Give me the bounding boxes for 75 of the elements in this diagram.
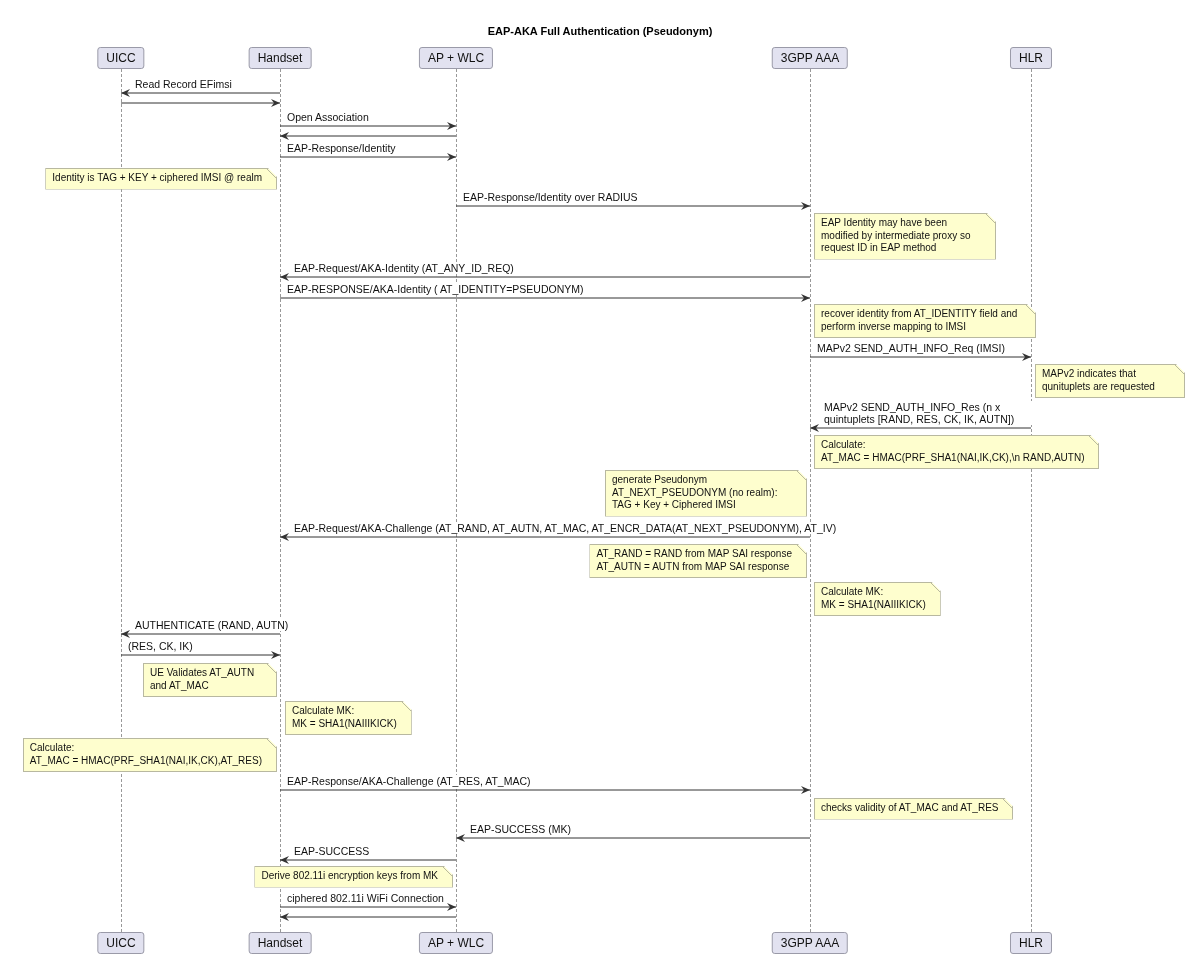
message-arrow: [120, 89, 281, 97]
message-arrow: [279, 856, 457, 864]
edge-label: EAP-SUCCESS (MK): [469, 823, 572, 835]
note-text: AT_RAND = RAND from MAP SAI response: [596, 548, 792, 561]
message-arrow: [279, 913, 457, 921]
message-arrow: [279, 153, 457, 161]
edge-label: EAP-Response/Identity: [286, 142, 397, 154]
note-text: Calculate MK:: [821, 586, 885, 599]
note-box: [22, 738, 277, 772]
message-arrow: [279, 533, 811, 541]
note-text: MAPv2 indicates that qunituplets are requested: [1042, 368, 1156, 393]
participant-box: Handset: [248, 932, 312, 954]
note-text: AT_MAC = HMAC(PRF_SHA1(NAI,IK,CK),\n RAND,AUTN): [821, 451, 1085, 464]
note-text: Calculate:: [29, 742, 76, 755]
participant-box: AP + WLC: [418, 47, 494, 69]
message-arrow: [809, 353, 1032, 361]
participant-box: 3GPP AAA: [771, 932, 849, 954]
note-box: [814, 798, 1014, 820]
edge-label: MAPv2 SEND_AUTH_INFO_Req (IMSI): [816, 342, 1006, 354]
note-box: [605, 470, 807, 517]
note-box: [814, 213, 996, 260]
message-arrow: [120, 651, 281, 659]
diagram-title: EAP-AKA Full Authentication (Pseudonym): [486, 25, 714, 37]
message-arrow: [279, 294, 811, 302]
message-arrow: [279, 122, 457, 130]
message-arrow: [279, 273, 811, 281]
participant-box: Handset: [248, 47, 312, 69]
note-box: [143, 663, 277, 697]
participant-box: 3GPP AAA: [771, 47, 849, 69]
message-arrow: [279, 786, 811, 794]
note-box: [1035, 364, 1185, 398]
edge-label: ciphered 802.11i WiFi Connection: [286, 892, 445, 904]
note-box: [814, 435, 1100, 469]
note-text: MK = SHA1(NAIIIKICK): [292, 717, 397, 730]
message-arrow: [455, 202, 811, 210]
edge-label: EAP-Request/AKA-Identity (AT_ANY_ID_REQ): [293, 262, 515, 274]
edge-label: Open Association: [286, 111, 370, 123]
note-text: UE Validates AT_AUTN and AT_MAC: [150, 667, 256, 692]
note-text: Calculate:: [821, 439, 867, 452]
note-box: [589, 544, 807, 578]
note-text: MK = SHA1(NAIIIKICK): [821, 598, 926, 611]
edge-label: EAP-Request/AKA-Challenge (AT_RAND, AT_AUTN, AT_MAC, AT_ENCR_DATA(AT_NEXT_PSEUDONYM), AT_IV): [293, 522, 838, 534]
edge-label: EAP-SUCCESS: [293, 845, 371, 857]
lifeline: [810, 69, 811, 932]
participant-box: UICC: [97, 47, 145, 69]
note-text: Identity is TAG + KEY + ciphered IMSI @ realm: [52, 172, 262, 185]
participant-box: AP + WLC: [418, 932, 494, 954]
message-arrow: [279, 903, 457, 911]
note-text: generate Pseudonym AT_NEXT_PSEUDONYM (no realm): TAG + Key + Ciphered IMSI: [612, 474, 779, 512]
note-text: recover identity from AT_IDENTITY field and perform inverse mapping to IMSI: [821, 308, 1019, 333]
message-arrow: [809, 424, 1032, 432]
edge-label: (RES, CK, IK): [127, 640, 194, 652]
participant-box: HLR: [1010, 932, 1052, 954]
participant-box: UICC: [97, 932, 145, 954]
edge-label: EAP-Response/Identity over RADIUS: [462, 191, 639, 203]
note-box: [814, 582, 941, 616]
note-box: [814, 304, 1036, 338]
note-text: AT_AUTN = AUTN from MAP SAI response: [596, 560, 791, 573]
message-arrow: [120, 630, 281, 638]
note-box: [254, 866, 453, 888]
message-arrow: [279, 132, 457, 140]
note-text: checks validity of AT_MAC and AT_RES: [821, 802, 999, 815]
participant-box: HLR: [1010, 47, 1052, 69]
note-text: Calculate MK:: [292, 705, 356, 718]
message-arrow: [120, 99, 281, 107]
note-box: [285, 701, 412, 735]
note-text: EAP Identity may have been modified by intermediate proxy so request ID in EAP method: [821, 217, 972, 255]
note-text: AT_MAC = HMAC(PRF_SHA1(NAI,IK,CK),AT_RES): [29, 754, 262, 767]
note-box: [45, 168, 277, 190]
edge-label: Read Record EFimsi: [134, 78, 233, 90]
message-arrow: [455, 834, 811, 842]
edge-label: EAP-RESPONSE/AKA-Identity ( AT_IDENTITY=PSEUDONYM): [286, 283, 585, 295]
edge-label: AUTHENTICATE (RAND, AUTN): [134, 619, 290, 631]
edge-label: EAP-Response/AKA-Challenge (AT_RES, AT_MAC): [286, 775, 532, 787]
note-text: Derive 802.11i encryption keys from MK: [261, 870, 438, 883]
